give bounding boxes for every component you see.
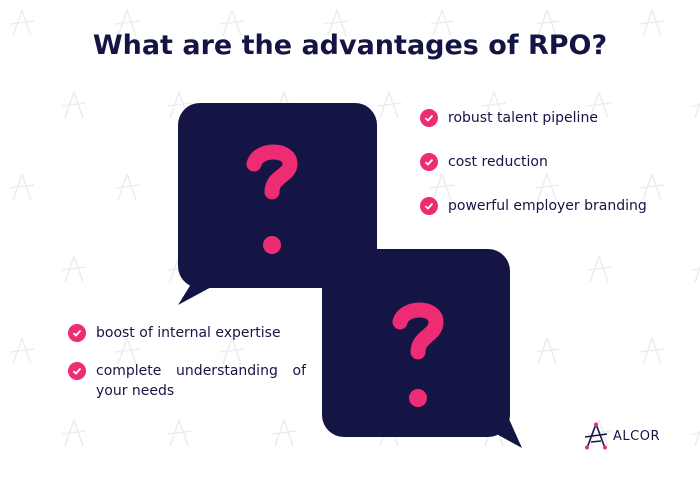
watermark-mark (534, 337, 560, 365)
list-item: robust talent pipeline (420, 108, 647, 128)
watermark-mark (61, 91, 87, 119)
list-item: powerful employer branding (420, 196, 647, 216)
speech-bubble-upper (178, 103, 377, 305)
alcor-logo: ALCOR (583, 422, 660, 450)
alcor-logo-icon (584, 422, 608, 450)
check-circle-icon (68, 362, 86, 380)
speech-bubble-lower (322, 249, 522, 448)
watermark-mark (429, 173, 455, 201)
list-item: boost of internal expertise (68, 323, 306, 343)
advantage-text: powerful employer branding (448, 198, 647, 214)
list-item: cost reduction (420, 152, 647, 172)
advantage-text: robust talent pipeline (448, 110, 598, 126)
watermark-mark (639, 337, 665, 365)
logo-wordmark: ALCOR (613, 428, 660, 444)
watermark-mark (481, 91, 507, 119)
watermark-mark (586, 255, 612, 283)
watermark-mark (114, 173, 140, 201)
watermark-mark (639, 9, 665, 37)
advantages-list-left: boost of internal expertise complete und… (68, 323, 306, 419)
advantage-text: complete understanding of your needs (96, 363, 306, 399)
watermark-mark (219, 9, 245, 37)
watermark-mark (114, 337, 140, 365)
watermark-mark (9, 173, 35, 201)
list-item: complete understanding of your needs (68, 361, 306, 401)
watermark-mark (534, 9, 560, 37)
watermark-mark (429, 9, 455, 37)
check-circle-icon (420, 153, 438, 171)
watermark-mark (9, 337, 35, 365)
watermark-mark (324, 9, 350, 37)
watermark-mark (219, 337, 245, 365)
check-circle-icon (420, 109, 438, 127)
advantage-text: cost reduction (448, 154, 548, 170)
watermark-mark (271, 419, 297, 447)
advantage-text: boost of internal expertise (96, 325, 281, 341)
watermark-mark (114, 9, 140, 37)
check-circle-icon (420, 197, 438, 215)
page-title: What are the advantages of RPO? (92, 30, 608, 61)
check-circle-icon (68, 324, 86, 342)
watermark-mark (534, 173, 560, 201)
watermark-mark (61, 419, 87, 447)
watermark-mark (61, 255, 87, 283)
advantages-list-right: robust talent pipeline cost reduction po… (420, 108, 647, 240)
watermark-mark (376, 91, 402, 119)
watermark-mark (9, 9, 35, 37)
watermark-mark (639, 173, 665, 201)
watermark-mark (586, 91, 612, 119)
watermark-mark (166, 419, 192, 447)
